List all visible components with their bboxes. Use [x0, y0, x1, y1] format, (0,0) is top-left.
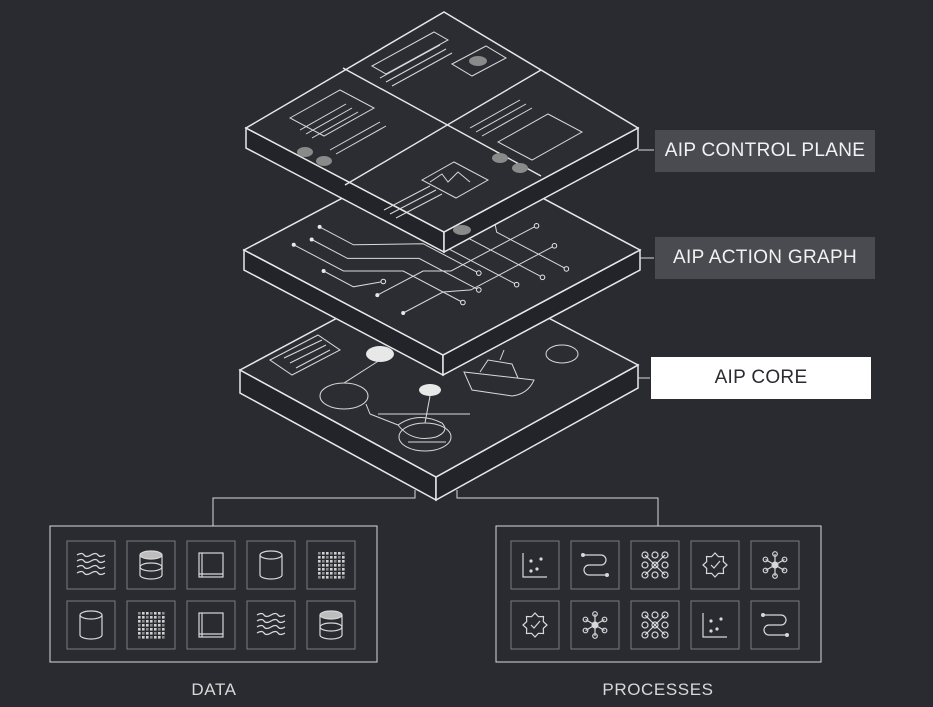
circuit-node	[513, 281, 520, 288]
scatter-chart-icon	[702, 613, 727, 638]
helicopter-icon	[365, 403, 470, 443]
icon-tile	[246, 540, 296, 590]
circuit-trace	[311, 239, 480, 291]
core-label[interactable]: AIP CORE	[651, 357, 871, 399]
icon-tile	[186, 540, 236, 590]
node-grid-icon	[641, 551, 669, 579]
icon-tile	[570, 540, 620, 590]
tree-connectors	[212, 490, 659, 526]
processes-caption: PROCESSES	[602, 680, 714, 699]
circuit-node	[460, 299, 466, 306]
grid-pattern-icon	[318, 552, 345, 579]
network-hub-icon	[582, 611, 608, 639]
circuit-node	[401, 311, 406, 315]
icon-tile	[306, 600, 356, 650]
circuit-node	[291, 242, 296, 247]
circuit-node	[476, 270, 482, 276]
database-filled-icon	[319, 610, 343, 640]
icon-tile	[570, 600, 620, 650]
icon-tile	[510, 540, 560, 590]
icon-tile	[66, 540, 116, 590]
grid-pattern-icon	[138, 612, 165, 639]
data-icon-grid	[66, 540, 356, 650]
icon-tile	[246, 600, 296, 650]
icon-tile	[66, 600, 116, 650]
circuit-trace	[323, 270, 384, 288]
circuit-trace	[377, 225, 537, 296]
icon-tile	[750, 600, 800, 650]
icon-tile	[750, 540, 800, 590]
action-graph-label-text: AIP ACTION GRAPH	[673, 247, 857, 268]
icon-tile	[126, 540, 176, 590]
circuit-trace	[293, 244, 464, 303]
processes-group-frame	[495, 525, 822, 663]
icon-tile	[306, 540, 356, 590]
circuit-node	[321, 269, 326, 273]
control-plane-label[interactable]: AIP CONTROL PLANE	[655, 130, 875, 172]
flow-path-icon	[761, 613, 789, 637]
flow-path-icon	[581, 553, 609, 577]
waves-icon	[76, 552, 106, 576]
circuit-node	[539, 274, 546, 281]
panel-icon	[198, 612, 224, 638]
icon-tile	[630, 540, 680, 590]
database-filled-icon	[139, 550, 163, 580]
data-group-frame	[49, 525, 378, 663]
icon-tile	[690, 540, 740, 590]
scatter-chart-icon	[522, 553, 547, 578]
panel-icon	[198, 552, 224, 578]
circuit-node	[563, 266, 570, 272]
boat-icon	[463, 349, 535, 397]
control-plane-label-text: AIP CONTROL PLANE	[664, 140, 866, 161]
icon-tile	[630, 600, 680, 650]
circuit-node	[309, 237, 314, 242]
gear-check-icon	[702, 552, 728, 578]
circuit-node	[533, 223, 540, 229]
icon-tile	[126, 600, 176, 650]
waves-icon	[256, 612, 286, 636]
gear-check-icon	[522, 612, 548, 638]
icon-tile	[186, 600, 236, 650]
circuit-node	[317, 224, 322, 229]
circuit-node	[375, 293, 380, 298]
circuit-node	[551, 243, 558, 249]
network-hub-icon	[762, 551, 788, 579]
database-icon	[79, 610, 103, 640]
icon-tile	[690, 600, 740, 650]
icon-tile	[510, 600, 560, 650]
node-grid-icon	[641, 611, 669, 639]
circuit-node	[476, 287, 482, 293]
control-plane-slab	[244, 11, 640, 254]
data-caption: DATA	[191, 680, 237, 699]
database-icon	[259, 550, 283, 580]
circuit-trace	[319, 226, 480, 274]
circuit-node	[380, 278, 387, 285]
circuit-trace	[402, 245, 555, 314]
core-label-text: AIP CORE	[714, 367, 808, 388]
action-graph-label[interactable]: AIP ACTION GRAPH	[655, 237, 875, 279]
processes-icon-grid	[510, 540, 800, 650]
